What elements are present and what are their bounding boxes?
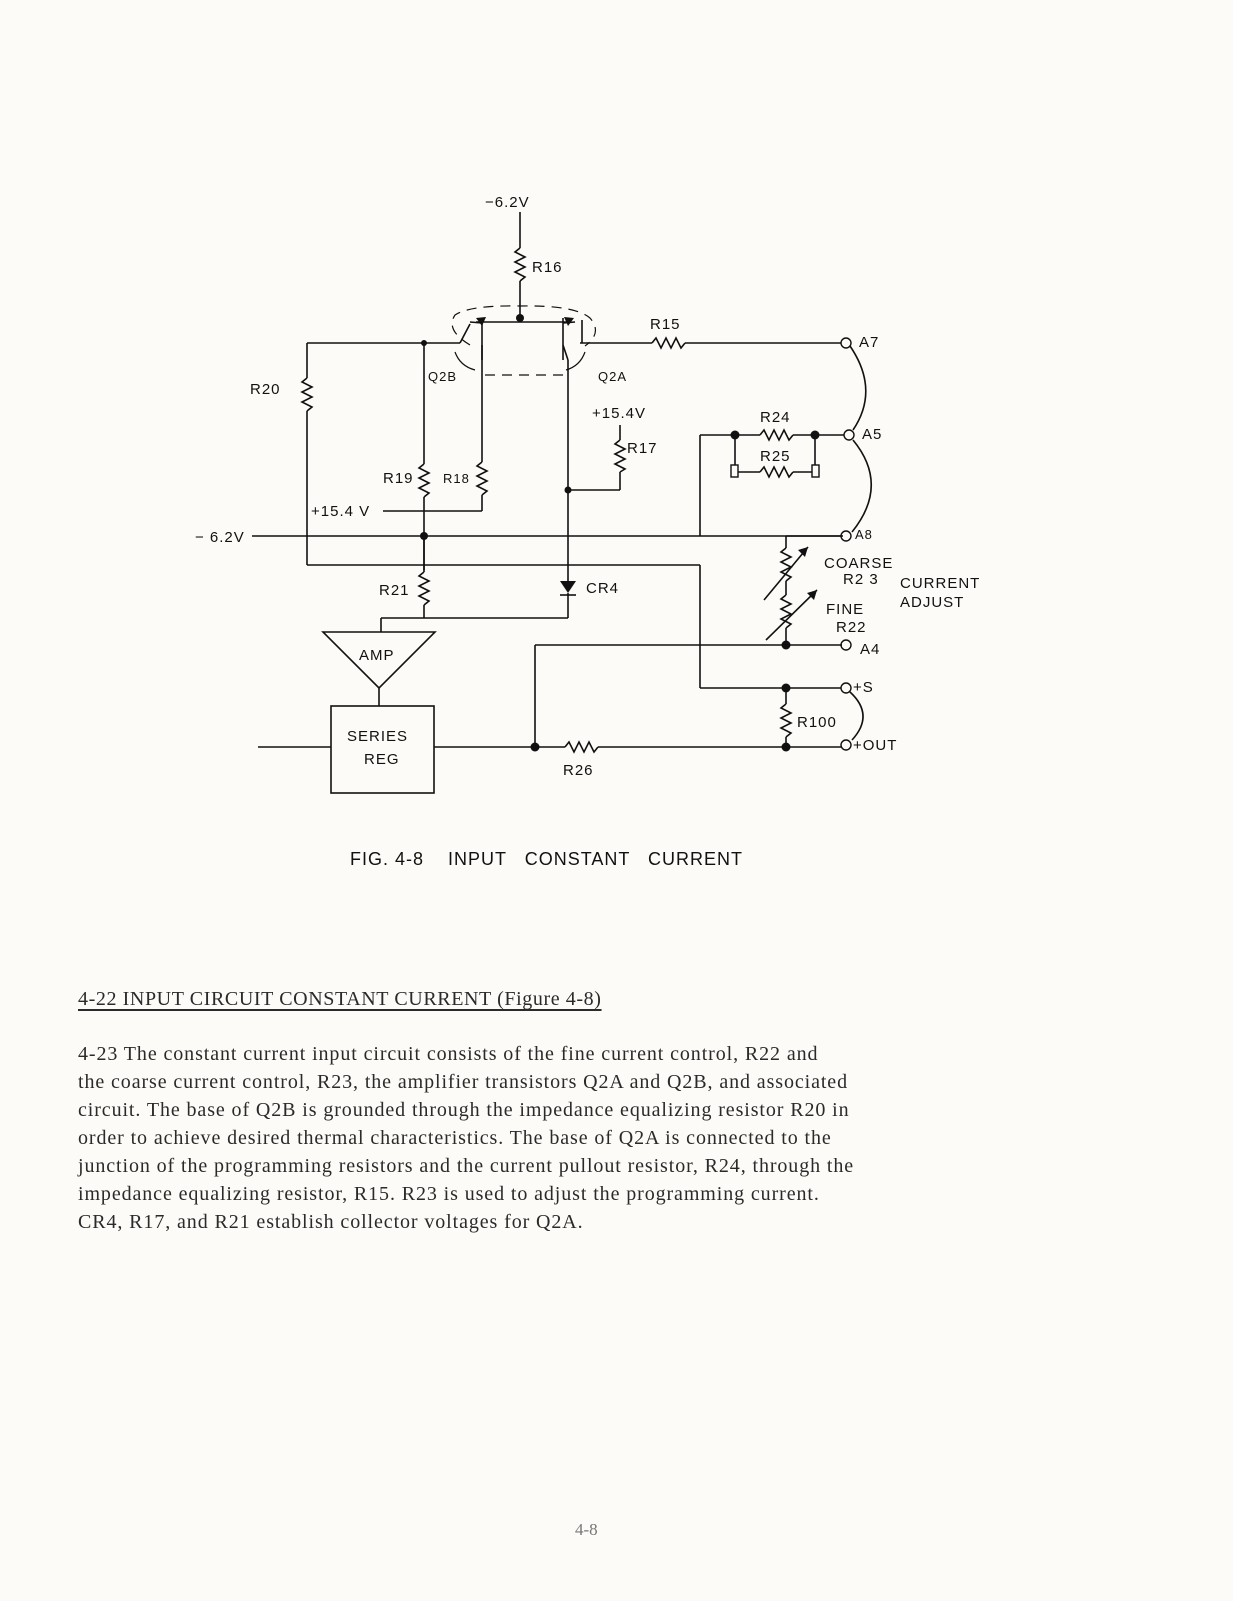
r23-coarse-potentiometer [763,535,843,601]
paragraph-line: circuit. The base of Q2B is grounded thr… [78,1099,850,1121]
label-a4: A4 [860,641,880,658]
paragraph-line: order to achieve desired thermal charact… [78,1127,832,1149]
r22-fine-potentiometer [765,589,818,645]
label-r20: R20 [250,381,281,398]
label-r19: R19 [383,470,414,487]
label-r16: R16 [532,259,563,276]
label-a7: A7 [859,334,879,351]
section-heading: 4-22 INPUT CIRCUIT CONSTANT CURRENT (Fig… [78,988,602,1010]
terminal-a7 [840,337,852,349]
paragraph-line: impedance equalizing resistor, R15. R23 … [78,1183,820,1205]
r25-resistor [730,435,820,479]
page-number: 4-8 [575,1520,598,1539]
paragraph-line: 4-23 The constant current input circuit … [78,1043,819,1065]
r18-resistor [383,461,489,512]
label-reg: REG [364,751,400,768]
paragraph-line: CR4, R17, and R21 establish collector vo… [78,1211,584,1233]
r24-resistor [730,428,846,442]
label-plus-s: +S [853,679,874,696]
label-r21: R21 [379,582,410,599]
label-coarse: COARSE [824,555,893,572]
r21-resistor [417,536,431,618]
label-series: SERIES [347,728,408,745]
label-r26: R26 [563,762,594,779]
label-r15: R15 [650,316,681,333]
label-r25: R25 [760,448,791,465]
r20-resistor [300,342,701,688]
label-plus-15-4-b: +15.4 V [311,503,370,520]
terminal-a4 [840,639,852,651]
label-plus-out: +OUT [853,737,897,754]
label-r17: R17 [627,440,658,457]
terminal-plus-out [840,739,852,751]
label-fine: FINE [826,601,864,618]
label-r18: R18 [443,471,470,486]
label-q2a: Q2A [598,369,627,384]
label-a8: A8 [855,527,873,542]
terminal-a5 [843,429,855,441]
label-r22: R22 [836,619,867,636]
figure-caption: FIG. 4-8 INPUT CONSTANT CURRENT [350,849,744,869]
paragraph-line: junction of the programming resistors an… [78,1155,855,1177]
label-current: CURRENT [900,575,980,592]
label-r24: R24 [760,409,791,426]
terminal-plus-s [840,682,852,694]
label-a5: A5 [862,426,882,443]
section-paragraph: 4-23 The constant current input circuit … [78,1040,1128,1236]
label-adjust: ADJUST [900,594,964,611]
label-plus-15-4-a: +15.4V [592,405,646,422]
series-reg-block [258,705,535,794]
paragraph-line: the coarse current control, R23, the amp… [78,1071,848,1093]
r26-resistor [535,740,841,754]
label-left-supply: − 6.2V [195,529,245,546]
label-amp: AMP [359,647,395,664]
label-r100: R100 [797,714,837,731]
r17-resistor [568,425,627,491]
label-q2b: Q2B [428,369,457,384]
r16-resistor [513,212,527,317]
q2-dual-transistor [451,305,596,462]
cr4-diode [560,581,576,618]
circuit-schematic: −6.2V R16 R15 A7 R20 Q2B Q2A +15.4V R17 … [195,194,980,794]
r100-resistor [779,688,793,747]
r15-resistor [580,336,843,350]
label-top-supply: −6.2V [485,194,530,211]
amp-block [321,631,437,706]
label-r23: R2 3 [843,571,879,588]
label-cr4: CR4 [586,580,619,597]
